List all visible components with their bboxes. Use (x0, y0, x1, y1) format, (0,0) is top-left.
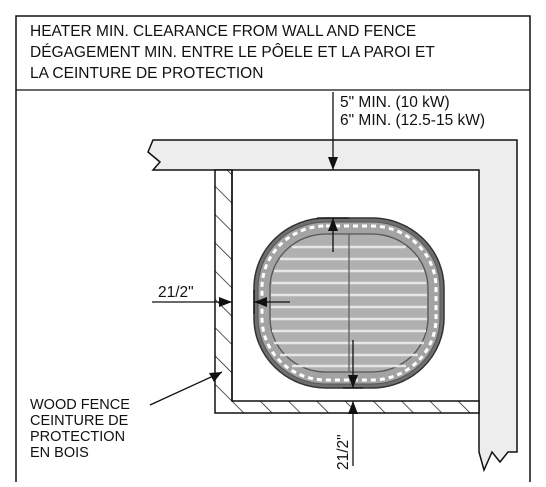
fence-callout-line-4: EN BOIS (30, 445, 89, 461)
fence-callout-line-2: CEINTURE DE (30, 413, 129, 429)
title-line-1: HEATER MIN. CLEARANCE FROM WALL AND FENC… (30, 23, 416, 40)
title-line-2: DÉGAGEMENT MIN. ENTRE LE PÔELE ET LA PAR… (30, 44, 435, 61)
side-clearance-dimension (152, 290, 290, 314)
top-clearance-label-2: 6" MIN. (12.5-15 kW) (340, 112, 485, 129)
heater (253, 217, 445, 389)
fence-callout-leader (149, 371, 223, 406)
title-line-3: LA CEINTURE DE PROTECTION (30, 65, 263, 82)
bottom-clearance-label: 21/2" (335, 434, 352, 470)
side-clearance-label: 21/2" (158, 284, 194, 301)
wall (147, 139, 518, 473)
page-border (15, 15, 531, 482)
top-clearance-dimension (317, 92, 349, 252)
fence-callout-line-1: WOOD FENCE (30, 397, 130, 413)
fence-callout-line-3: PROTECTION (30, 429, 125, 445)
bottom-clearance-dimension (343, 340, 363, 466)
top-clearance-label-1: 5" MIN. (10 kW) (340, 94, 450, 111)
